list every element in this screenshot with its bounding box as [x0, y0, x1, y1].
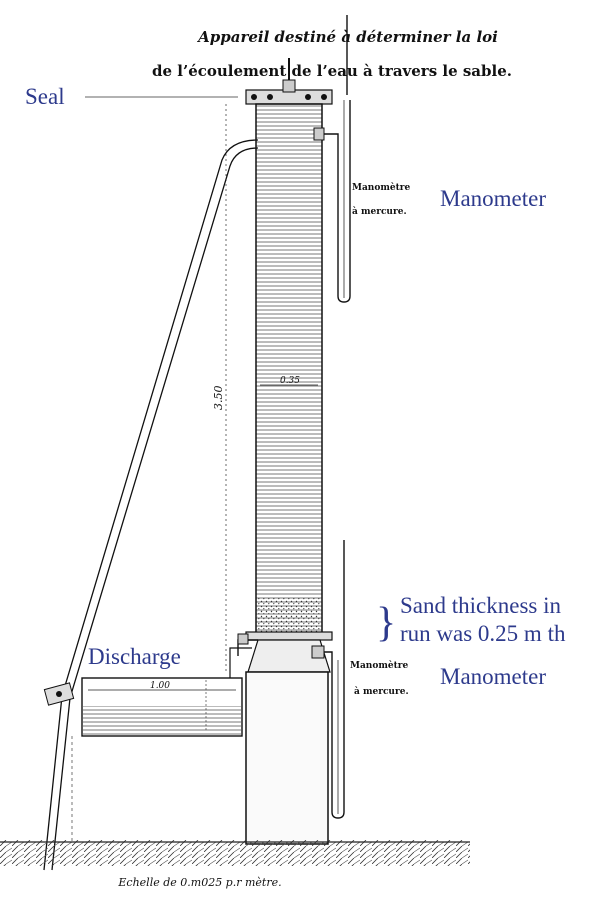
supply-pipe: [43, 139, 259, 871]
manometre-bottom-line-2: à mercure.: [354, 686, 409, 697]
sand-brace: }: [376, 600, 396, 646]
tank-dimension-label: 1.00: [150, 681, 170, 691]
filter-column: [255, 103, 323, 637]
manometre-top-line-2: à mercure.: [352, 206, 407, 217]
scale-caption: Echelle de 0.m025 p.r mètre.: [117, 876, 281, 889]
sand-note-line-2: run was 0.25 m th: [400, 621, 566, 646]
column-base-support: [247, 639, 331, 673]
column-bottom-flange: [245, 631, 333, 641]
column-seal-cap: [245, 79, 333, 105]
width-dimension-label: 0.35: [280, 376, 300, 386]
manometre-bottom-line-1: Manomètre: [350, 660, 408, 671]
tank-water: [83, 706, 241, 735]
height-dimension-label: 3.50: [212, 386, 225, 411]
discharge-label: Discharge: [88, 644, 181, 669]
upper-manometer: [313, 100, 351, 303]
sand-note-line-1: Sand thickness in: [400, 593, 561, 618]
manometer-top-label: Manometer: [440, 186, 546, 211]
ground: [0, 840, 470, 866]
sand-layer: [257, 598, 321, 632]
title-line-2: de l’écoulement de l’eau à travers le sa…: [152, 62, 512, 80]
pedestal: [245, 671, 329, 845]
manometer-bottom-label: Manometer: [440, 664, 546, 689]
lower-manometer: [311, 540, 345, 819]
manometre-top-line-1: Manomètre: [352, 182, 410, 193]
seal-label: Seal: [25, 84, 65, 109]
